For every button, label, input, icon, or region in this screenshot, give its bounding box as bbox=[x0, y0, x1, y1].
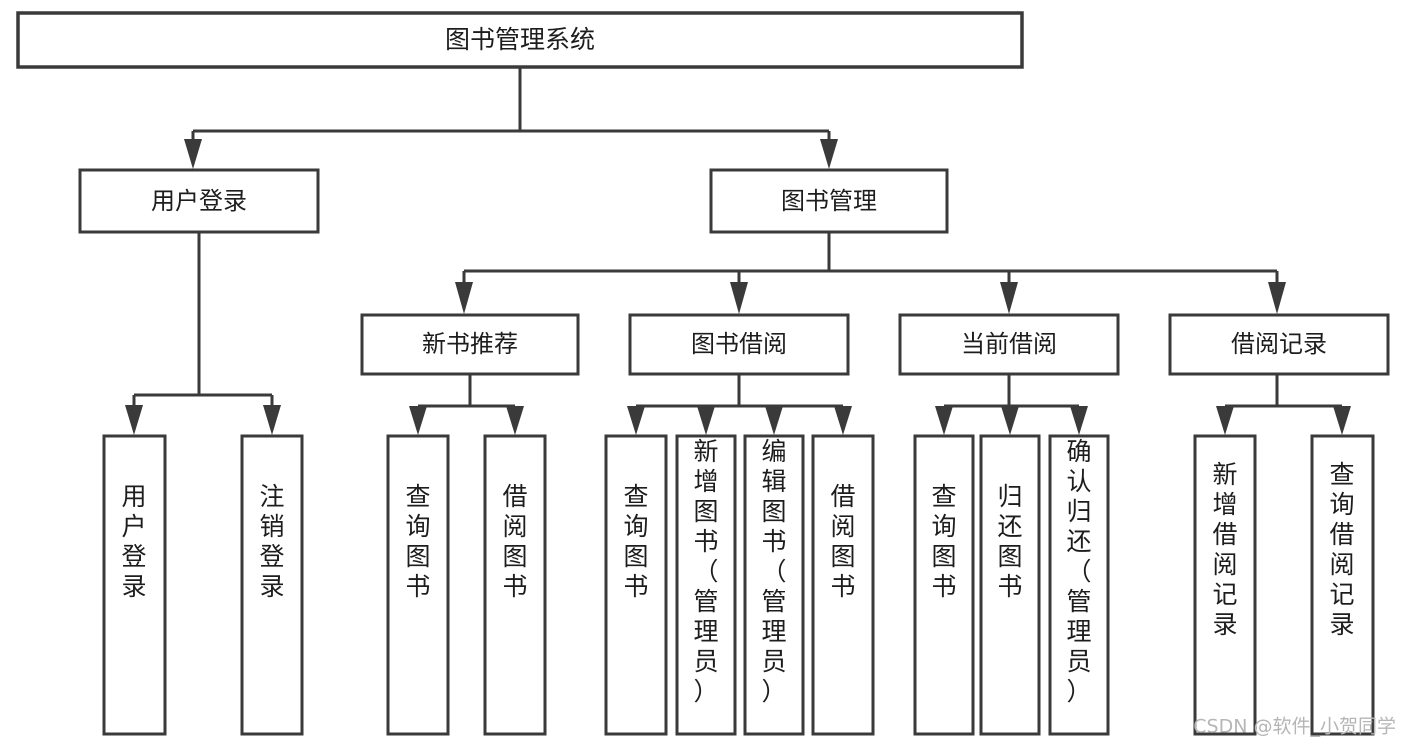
node-new-book-recommend-box[interactable] bbox=[360, 313, 580, 376]
arrow-head-leaf-borrow-book bbox=[834, 406, 852, 435]
node-leaf-query-book-borrow[interactable]: 查询图书 bbox=[604, 434, 668, 736]
node-leaf-edit-book-admin-box[interactable] bbox=[743, 434, 805, 736]
csdn-watermark: CSDN @软件_小贺同学 bbox=[1193, 716, 1396, 738]
node-book-management-box[interactable] bbox=[709, 168, 949, 234]
arrow-head-leaf-add-borrow-record bbox=[1216, 406, 1234, 435]
node-borrow-record[interactable]: 借阅记录 bbox=[1168, 313, 1390, 376]
node-leaf-add-borrow-record[interactable]: 新增借阅记录 bbox=[1193, 434, 1257, 736]
node-leaf-logout-box[interactable] bbox=[240, 434, 304, 736]
arrow-head-leaf-user-login bbox=[125, 405, 143, 435]
node-leaf-add-book-admin-box[interactable] bbox=[675, 434, 737, 736]
arrow-head-leaf-query-book-borrow bbox=[627, 406, 645, 435]
node-book-management[interactable]: 图书管理 bbox=[709, 168, 949, 234]
node-leaf-return-book[interactable]: 归还图书 bbox=[979, 434, 1041, 736]
node-leaf-query-book-recommend-label: 查询图书 bbox=[405, 482, 430, 601]
node-leaf-query-book-borrow-label: 查询图书 bbox=[623, 482, 648, 601]
node-leaf-confirm-return-admin-box[interactable] bbox=[1048, 434, 1110, 736]
node-leaf-add-borrow-record-box[interactable] bbox=[1193, 434, 1257, 736]
node-user-login[interactable]: 用户登录 bbox=[78, 168, 320, 234]
node-book-borrow-label: 图书借阅 bbox=[691, 330, 787, 358]
node-leaf-return-book-label: 归还图书 bbox=[997, 482, 1022, 601]
arrow-head-leaf-add-book-admin bbox=[697, 406, 715, 435]
connector-layer bbox=[125, 67, 1351, 435]
node-borrow-record-label: 借阅记录 bbox=[1231, 330, 1327, 358]
node-leaf-borrow-book[interactable]: 借阅图书 bbox=[811, 434, 875, 736]
arrow-head-borrow-record bbox=[1268, 282, 1286, 314]
node-current-borrow-label: 当前借阅 bbox=[961, 330, 1057, 358]
arrow-head-book-borrow bbox=[730, 282, 748, 314]
node-user-login-box[interactable] bbox=[78, 168, 320, 234]
node-leaf-edit-book-admin[interactable]: 编辑图书（管理员） bbox=[743, 434, 805, 736]
node-current-borrow-box[interactable] bbox=[898, 313, 1120, 376]
node-leaf-add-book-admin[interactable]: 新增图书（管理员） bbox=[675, 434, 737, 736]
node-leaf-user-login-label: 用户登录 bbox=[121, 482, 146, 601]
node-leaf-query-borrow-record-label: 查询借阅记录 bbox=[1329, 460, 1354, 639]
arrow-head-leaf-query-book-current bbox=[935, 406, 953, 435]
node-leaf-query-book-recommend[interactable]: 查询图书 bbox=[386, 434, 450, 736]
leaf-layer: 用户登录 注销登录 查询图书 借阅图书 查询图书 新增图书（管理员） bbox=[102, 434, 1375, 736]
node-leaf-query-book-recommend-box[interactable] bbox=[386, 434, 450, 736]
node-leaf-query-book-current-label: 查询图书 bbox=[931, 482, 956, 601]
node-leaf-query-borrow-record-box[interactable] bbox=[1310, 434, 1375, 736]
node-leaf-query-book-current[interactable]: 查询图书 bbox=[913, 434, 975, 736]
node-borrow-record-box[interactable] bbox=[1168, 313, 1390, 376]
node-new-book-recommend[interactable]: 新书推荐 bbox=[360, 313, 580, 376]
node-leaf-return-book-box[interactable] bbox=[979, 434, 1041, 736]
arrow-head-book-management bbox=[820, 139, 838, 169]
node-leaf-logout-label: 注销登录 bbox=[259, 482, 284, 601]
node-leaf-edit-book-admin-label: 编辑图书（管理员） bbox=[761, 437, 786, 706]
node-book-borrow-box[interactable] bbox=[628, 313, 850, 376]
node-leaf-borrow-book-recommend-label: 借阅图书 bbox=[502, 482, 527, 601]
arrow-head-leaf-logout bbox=[263, 405, 281, 435]
node-book-borrow[interactable]: 图书借阅 bbox=[628, 313, 850, 376]
node-root-label: 图书管理系统 bbox=[445, 25, 595, 54]
node-user-login-label: 用户登录 bbox=[151, 187, 247, 215]
node-leaf-confirm-return-admin[interactable]: 确认归还（管理员） bbox=[1048, 434, 1110, 736]
node-leaf-query-book-borrow-box[interactable] bbox=[604, 434, 668, 736]
node-leaf-borrow-book-recommend-box[interactable] bbox=[483, 434, 547, 736]
node-leaf-query-book-current-box[interactable] bbox=[913, 434, 975, 736]
node-leaf-borrow-book-recommend[interactable]: 借阅图书 bbox=[483, 434, 547, 736]
node-leaf-user-login-box[interactable] bbox=[102, 434, 167, 736]
arrow-head-current-borrow bbox=[1000, 282, 1018, 314]
node-root[interactable]: 图书管理系统 bbox=[16, 11, 1024, 69]
node-leaf-borrow-book-box[interactable] bbox=[811, 434, 875, 736]
node-current-borrow[interactable]: 当前借阅 bbox=[898, 313, 1120, 376]
node-leaf-query-borrow-record[interactable]: 查询借阅记录 bbox=[1310, 434, 1375, 736]
arrow-head-leaf-confirm-return-admin bbox=[1070, 406, 1088, 435]
arrow-head-leaf-query-book-recommend bbox=[409, 406, 427, 435]
node-leaf-add-borrow-record-label: 新增借阅记录 bbox=[1212, 460, 1237, 639]
node-leaf-add-book-admin-label: 新增图书（管理员） bbox=[693, 437, 718, 706]
node-leaf-borrow-book-label: 借阅图书 bbox=[830, 482, 855, 601]
node-book-management-label: 图书管理 bbox=[781, 187, 877, 215]
arrow-head-new-book-recommend bbox=[455, 282, 473, 314]
arrow-head-user-login bbox=[184, 139, 202, 169]
arrow-head-leaf-return-book bbox=[1001, 406, 1019, 435]
arrow-head-leaf-query-borrow-record bbox=[1333, 406, 1351, 435]
arrow-head-leaf-borrow-book-recommend bbox=[506, 406, 524, 435]
node-new-book-recommend-label: 新书推荐 bbox=[422, 330, 518, 358]
node-root-box[interactable] bbox=[16, 11, 1024, 69]
node-leaf-user-login[interactable]: 用户登录 bbox=[102, 434, 167, 736]
node-leaf-logout[interactable]: 注销登录 bbox=[240, 434, 304, 736]
arrow-head-leaf-edit-book-admin bbox=[765, 406, 783, 435]
node-leaf-confirm-return-admin-label: 确认归还（管理员） bbox=[1066, 437, 1091, 706]
